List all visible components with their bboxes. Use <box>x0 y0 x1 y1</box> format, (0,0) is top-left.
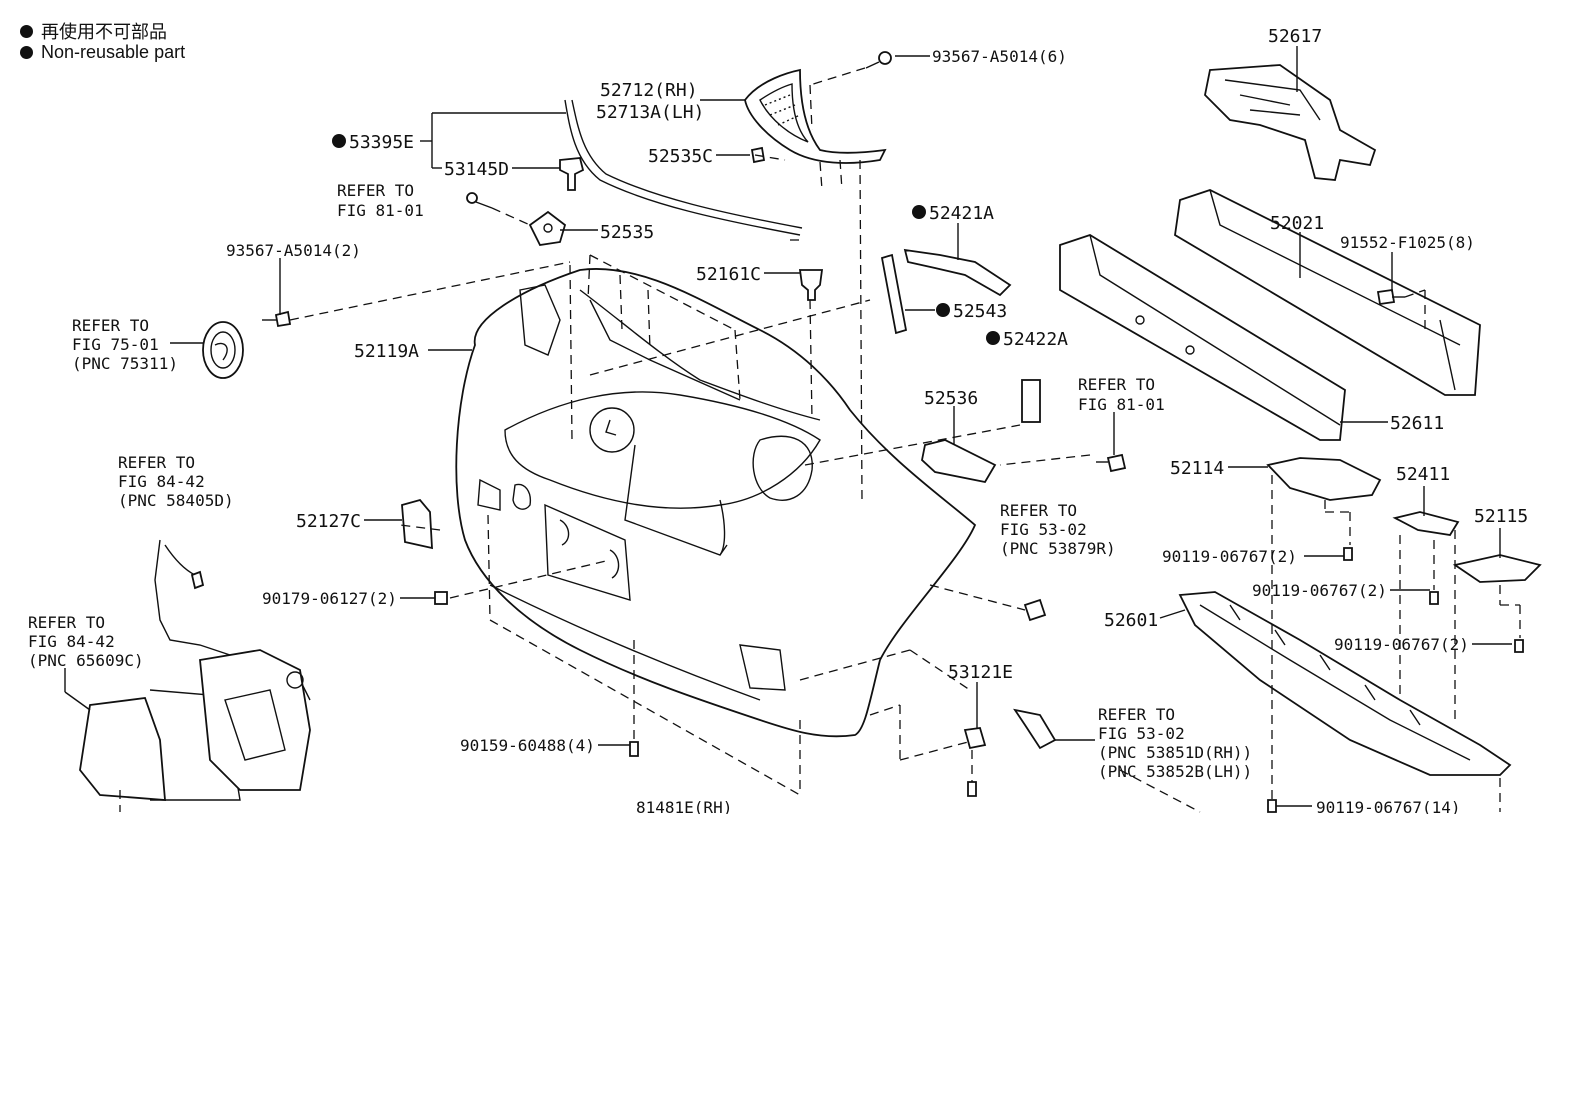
label-refer-53-02-b3: (PNC 53851D(RH)) <box>1098 743 1252 762</box>
label-52713a-lh: 52713A(LH) <box>596 102 704 123</box>
label-81481e-rh: 81481E(RH) <box>636 798 732 817</box>
bracket-52411-drawing <box>1392 511 1460 536</box>
label-refer-75-01-c: (PNC 75311) <box>72 354 178 373</box>
bolt-93567-left-drawing <box>262 192 493 328</box>
label-52021: 52021 <box>1270 213 1324 234</box>
fog-lamp-harness-drawing <box>79 539 311 801</box>
shield-52114-drawing <box>1266 457 1382 501</box>
legend-item-jp: 再使用不可部品 <box>20 18 167 44</box>
reinforcement-52021-drawing <box>1174 189 1481 396</box>
label-52536: 52536 <box>924 388 978 409</box>
label-refer-75-01-b: FIG 75-01 <box>72 335 159 354</box>
bolt-93567-top-drawing <box>865 51 892 69</box>
label-refer-81-01-right-a: REFER TO <box>1078 375 1155 394</box>
label-refer-81-01-right-b: FIG 81-01 <box>1078 395 1165 414</box>
bullet-icon <box>20 24 33 38</box>
bullet-icon <box>20 46 33 59</box>
label-refer-84-42-a2: FIG 84-42 <box>118 472 205 491</box>
spoiler-52601-drawing <box>1178 591 1512 776</box>
absorber-52617-drawing <box>1204 64 1377 181</box>
molding-strip-edge <box>571 99 803 229</box>
legend-item-en: Non-reusable part <box>20 42 185 63</box>
bracket-52421a-drawing <box>903 248 1012 297</box>
clip-90179-drawing <box>434 591 448 605</box>
label-refer-53-02-b4: (PNC 53852B(LH)) <box>1098 762 1252 781</box>
legend-text: Non-reusable part <box>41 42 186 62</box>
seal-52543-drawing <box>880 253 908 335</box>
callout-labels: 52617 93567-A5014(6) 52712(RH) 52713A(LH… <box>28 26 1528 817</box>
solid-leader-lines <box>64 46 1512 807</box>
dashed-leader-lines <box>119 67 1521 813</box>
label-93567-a5014-2: 93567-A5014(2) <box>226 241 361 260</box>
label-90119-06767-c: 90119-06767(2) <box>1334 635 1469 654</box>
label-52127c: 52127C <box>296 511 361 532</box>
non-reusable-dot-52421a <box>912 205 926 219</box>
label-53395e: 53395E <box>349 132 414 153</box>
bracket-52536-drawing <box>921 439 997 484</box>
label-90119-06767-b: 90119-06767(2) <box>1252 581 1387 600</box>
absorber-52611-drawing <box>1059 234 1346 441</box>
label-52617: 52617 <box>1268 26 1322 47</box>
label-52161c: 52161C <box>696 264 761 285</box>
label-refer-53-02-b1: REFER TO <box>1098 705 1175 724</box>
label-90159-60488-4: 90159-60488(4) <box>460 736 595 755</box>
label-refer-53-02-a2: FIG 53-02 <box>1000 520 1087 539</box>
label-refer-84-42-b1: REFER TO <box>28 613 105 632</box>
label-90119-06767-14: 90119-06767(14) <box>1316 798 1461 817</box>
label-90119-06767-a: 90119-06767(2) <box>1162 547 1297 566</box>
label-52543: 52543 <box>953 301 1007 322</box>
label-52421a: 52421A <box>929 203 994 224</box>
label-52119a: 52119A <box>354 341 419 362</box>
label-refer-81-01-a: REFER TO <box>337 181 414 200</box>
spacer-52422a-drawing <box>1021 379 1041 423</box>
crop-mask <box>0 814 1592 1099</box>
non-reusable-markers <box>332 134 1000 345</box>
label-52535c: 52535C <box>648 146 713 167</box>
label-refer-84-42-b2: FIG 84-42 <box>28 632 115 651</box>
clip-53145d-drawing <box>559 157 585 191</box>
label-52422a: 52422A <box>1003 329 1068 350</box>
tow-cover-52127c-drawing <box>401 498 433 550</box>
bolt-91552-drawing <box>1376 288 1405 306</box>
non-reusable-dot-53395e <box>332 134 346 148</box>
bracket-53851d-drawing <box>1013 708 1057 750</box>
label-refer-75-01-a: REFER TO <box>72 316 149 335</box>
label-53145d: 53145D <box>444 159 509 180</box>
bracket-53121e-drawing <box>963 727 987 750</box>
label-93567-a5014-6: 93567-A5014(6) <box>932 47 1067 66</box>
label-refer-53-02-a1: REFER TO <box>1000 501 1077 520</box>
bumper-cover-drawing <box>455 268 977 738</box>
label-refer-81-01-b: FIG 81-01 <box>337 201 424 220</box>
grille-insert-drawing <box>744 68 887 164</box>
bolt-81-01-right-drawing <box>1096 453 1127 473</box>
shield-52115-drawing <box>1452 554 1542 583</box>
label-refer-53-02-a3: (PNC 53879R) <box>1000 539 1116 558</box>
label-52411: 52411 <box>1396 464 1450 485</box>
clip-52161c-drawing <box>798 269 824 301</box>
label-refer-84-42-a1: REFER TO <box>118 453 195 472</box>
clip-53879r-drawing <box>1023 598 1047 622</box>
label-refer-84-42-a3: (PNC 58405D) <box>118 491 234 510</box>
non-reusable-dot-52543 <box>936 303 950 317</box>
label-52114: 52114 <box>1170 458 1224 479</box>
label-52611: 52611 <box>1390 413 1444 434</box>
label-53121e: 53121E <box>948 662 1013 683</box>
label-91552-f1025-8: 91552-F1025(8) <box>1340 233 1475 252</box>
label-refer-84-42-b3: (PNC 65609C) <box>28 651 144 670</box>
label-52535: 52535 <box>600 222 654 243</box>
emblem-drawing <box>202 321 244 379</box>
label-52601: 52601 <box>1104 610 1158 631</box>
bracket-52535-drawing <box>528 210 567 246</box>
label-refer-53-02-b2: FIG 53-02 <box>1098 724 1185 743</box>
molding-strip-drawing <box>564 99 801 236</box>
label-52712-rh: 52712(RH) <box>600 80 698 101</box>
non-reusable-dot-52422a <box>986 331 1000 345</box>
label-52115: 52115 <box>1474 506 1528 527</box>
label-90179-06127-2: 90179-06127(2) <box>262 589 397 608</box>
legend-text: 再使用不可部品 <box>41 22 167 42</box>
